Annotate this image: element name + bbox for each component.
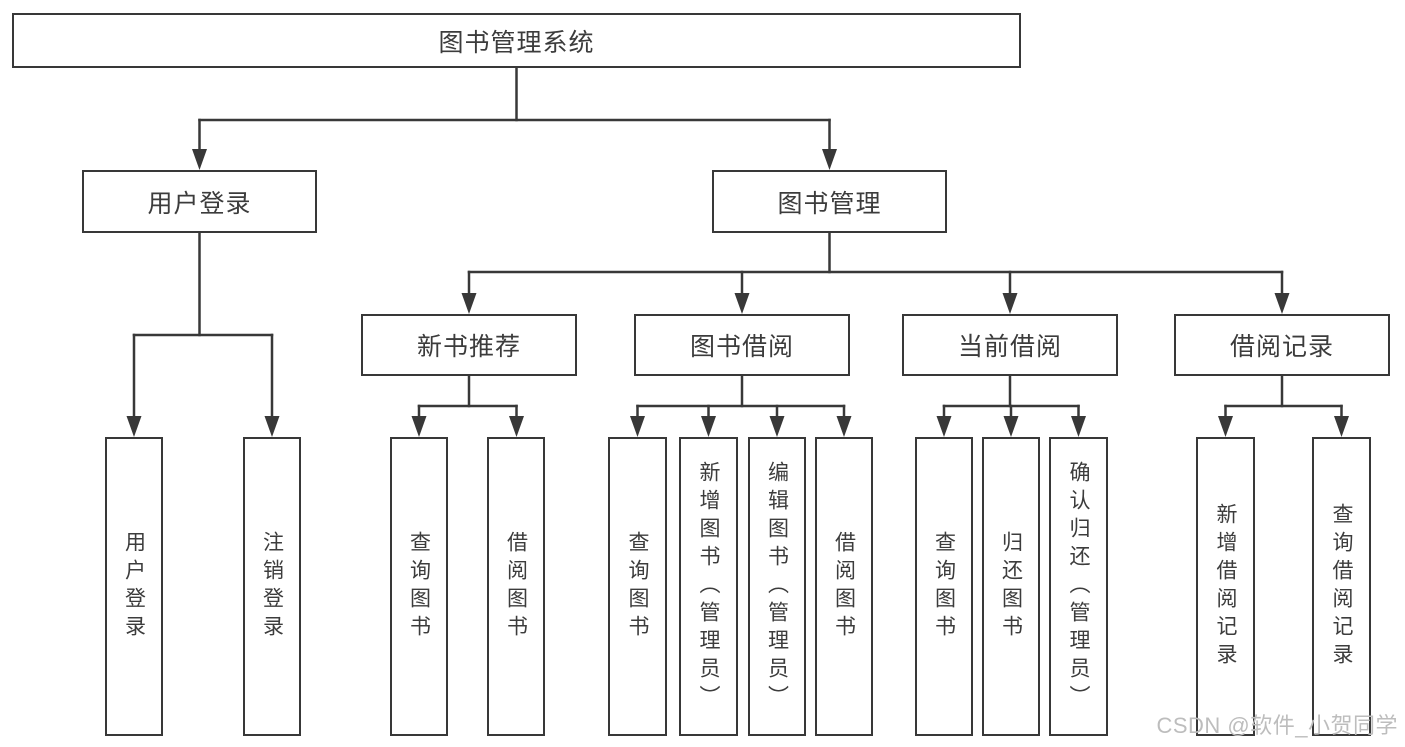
- node-current-borrowing: 当前借阅: [902, 314, 1118, 376]
- leaf-cb-confirm-return-admin: 确认归还（管理员）: [1049, 437, 1108, 736]
- leaf-logout-login: 注销登录: [243, 437, 301, 736]
- leaf-bb-edit-books-admin: 编辑图书（管理员）: [748, 437, 806, 736]
- leaf-cb-return-books-label: 归还图书: [999, 530, 1023, 643]
- leaf-cb-query-books: 查询图书: [915, 437, 973, 736]
- leaf-bb-add-books-admin: 新增图书（管理员）: [679, 437, 738, 736]
- leaf-cb-return-books: 归还图书: [982, 437, 1040, 736]
- node-user-login: 用户登录: [82, 170, 317, 233]
- leaf-bb-borrow-books-label: 借阅图书: [832, 530, 856, 643]
- leaf-user-login-label: 用户登录: [122, 530, 146, 643]
- node-root: 图书管理系统: [12, 13, 1021, 68]
- leaf-bb-query-books: 查询图书: [608, 437, 667, 736]
- leaf-br-add-borrow-record: 新增借阅记录: [1196, 437, 1255, 736]
- leaf-bb-query-books-label: 查询图书: [626, 530, 649, 643]
- leaf-user-login: 用户登录: [105, 437, 163, 736]
- leaf-br-query-borrow-record: 查询借阅记录: [1312, 437, 1371, 736]
- watermark-text: CSDN @软件_小贺同学: [1156, 713, 1398, 738]
- leaf-nbr-query-books-label: 查询图书: [407, 530, 431, 643]
- node-book-borrowing: 图书借阅: [634, 314, 850, 376]
- node-borrowing-records: 借阅记录: [1174, 314, 1390, 376]
- leaf-cb-query-books-label: 查询图书: [932, 530, 956, 643]
- leaf-nbr-query-books: 查询图书: [390, 437, 448, 736]
- leaf-nbr-borrow-books-label: 借阅图书: [504, 530, 528, 643]
- leaf-nbr-borrow-books: 借阅图书: [487, 437, 545, 736]
- leaf-br-add-borrow-record-label: 新增借阅记录: [1214, 502, 1237, 671]
- leaf-bb-borrow-books: 借阅图书: [815, 437, 873, 736]
- leaf-bb-add-books-admin-label: 新增图书（管理员）: [697, 460, 720, 713]
- leaf-br-query-borrow-record-label: 查询借阅记录: [1330, 502, 1353, 671]
- node-new-book-recommendation: 新书推荐: [361, 314, 577, 376]
- node-book-management: 图书管理: [712, 170, 947, 233]
- leaf-cb-confirm-return-admin-label: 确认归还（管理员）: [1067, 460, 1090, 713]
- leaf-logout-login-label: 注销登录: [260, 530, 284, 643]
- leaf-bb-edit-books-admin-label: 编辑图书（管理员）: [765, 460, 789, 713]
